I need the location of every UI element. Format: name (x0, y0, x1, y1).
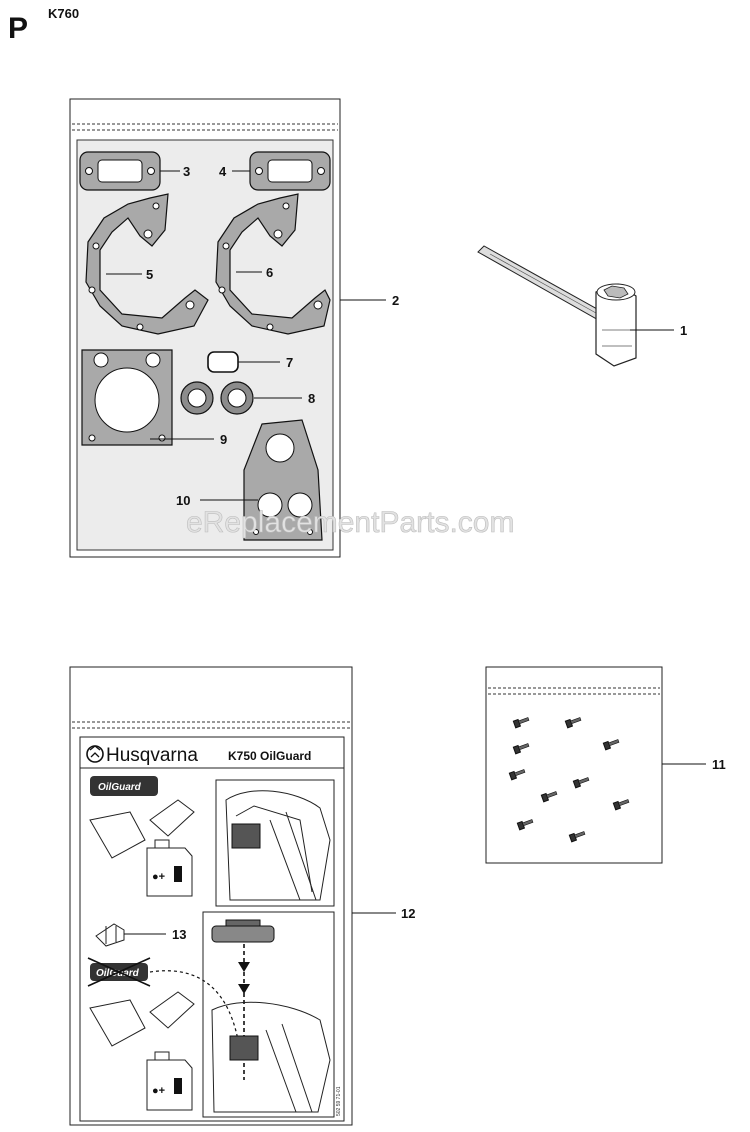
callout-7: 7 (286, 355, 293, 370)
callout-6: 6 (266, 265, 273, 280)
husqvarna-logo: Husqvarna (86, 745, 198, 766)
callout-13: 13 (172, 927, 186, 942)
saw-illustration-top (225, 790, 331, 901)
callout-2: 2 (392, 293, 399, 308)
crankcase-gasket-left (85, 193, 209, 335)
spark-plug-wrench (477, 245, 637, 367)
exhaust-gasket-right (249, 151, 331, 191)
callout-9: 9 (220, 432, 227, 447)
decal-model-label: K750 OilGuard (228, 749, 311, 763)
oilguard-badge: OilGuard (90, 776, 158, 796)
callout-1: 1 (680, 323, 687, 338)
screw (612, 799, 630, 811)
pour-illustration-bottom: ●+ (89, 991, 195, 1111)
oil-seal-pair (180, 381, 254, 415)
section-letter: P (8, 12, 28, 45)
muffler-gasket-plate (243, 419, 323, 541)
exhaust-gasket-left (79, 151, 161, 191)
screw (602, 739, 620, 751)
callout-12: 12 (401, 906, 415, 921)
screw (568, 831, 586, 843)
screw (564, 717, 582, 729)
screw (516, 819, 534, 831)
oilguard-text: OilGuard (98, 782, 142, 793)
brand-name: Husqvarna (106, 745, 198, 766)
callout-11: 11 (712, 757, 726, 772)
callout-4: 4 (219, 164, 227, 179)
oilguard-crossed-badge: OilGuard (87, 957, 239, 1041)
model-number: K760 (48, 6, 79, 21)
screw-kit-bag (485, 666, 663, 864)
callout-8: 8 (308, 391, 315, 406)
svg-text:●+: ●+ (152, 1085, 165, 1097)
watermark: eReplacementParts.com (186, 506, 514, 539)
oilguard-crossed-text: OilGuard (96, 968, 140, 979)
callout-3: 3 (183, 164, 190, 179)
screw (508, 769, 526, 781)
decal-part-code: 502 59 71-01 (336, 1086, 342, 1116)
pour-illustration-top: ●+ (89, 799, 195, 897)
crankcase-gasket-right (215, 193, 331, 335)
svg-text:●+: ●+ (152, 871, 165, 883)
screw (540, 791, 558, 803)
screw-set (508, 717, 630, 843)
o-ring (207, 351, 239, 373)
saw-illustration-bottom (211, 1001, 331, 1113)
decal-kit-bag (69, 666, 353, 1126)
screw (512, 717, 530, 729)
mounting-bracket (95, 923, 125, 947)
screw (512, 743, 530, 755)
callout-10: 10 (176, 493, 190, 508)
screw (572, 777, 590, 789)
callout-5: 5 (146, 267, 153, 282)
leader-lines (106, 170, 706, 935)
oil-filter-cartridge (211, 919, 275, 1080)
cylinder-base-gasket (81, 349, 173, 446)
